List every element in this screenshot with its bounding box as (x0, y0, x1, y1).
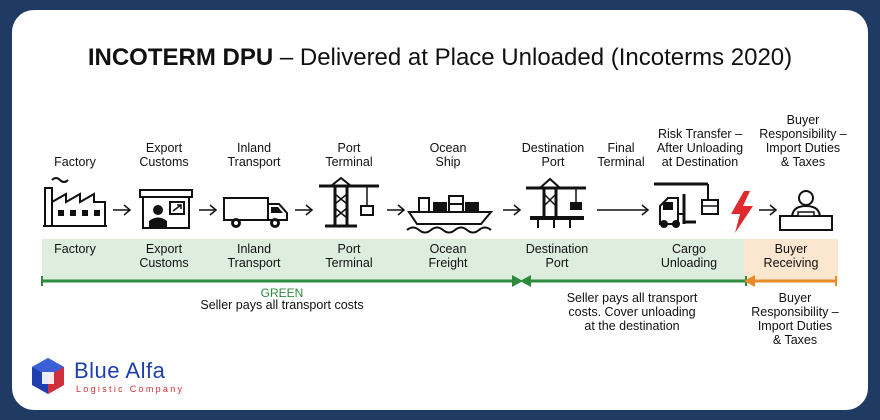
band-label-export-customs: Export Customs (139, 242, 189, 270)
stage-label-buyer-responsibility: Buyer Responsibility – Import Duties & T… (759, 113, 847, 169)
buyer-band (744, 239, 838, 281)
title-bold: INCOTERM DPU (87, 44, 274, 71)
band-label-cargo-unloading: Cargo Unloading (660, 242, 718, 270)
arrow-icon (295, 204, 314, 216)
stage-label-risk-transfer: Risk Transfer – After Unloading at Desti… (656, 127, 744, 169)
stage-label-destination-port: Destination Port (521, 141, 585, 169)
cargo-ship-icon (406, 195, 494, 234)
lightning-bolt-icon (731, 191, 753, 233)
stage-label-export-customs: Export Customs (139, 141, 189, 169)
factory-icon (43, 177, 107, 227)
band-label-ocean-freight: Ocean Freight (428, 242, 468, 270)
buyer-desk-icon (779, 190, 833, 231)
diagram-card: INCOTERM DPU – Delivered at Place Unload… (12, 10, 868, 410)
customs-office-icon (139, 189, 193, 229)
band-label-buyer-receiving: Buyer Receiving (763, 242, 819, 270)
note-seller-unloading: Seller pays all transport costs. Cover u… (566, 291, 698, 333)
seller-unloading-band (522, 239, 744, 281)
arrow-icon (387, 204, 406, 216)
port-crane-icon (319, 176, 379, 228)
arrow-icon (503, 204, 522, 216)
truck-icon (223, 197, 288, 228)
stage-label-port-terminal: Port Terminal (325, 141, 373, 169)
arrow-icon (199, 204, 218, 216)
seller-transport-band (42, 239, 522, 281)
seller-unloading-range-arrow (520, 275, 747, 287)
green-label: GREEN (260, 286, 304, 300)
forklift-icon (654, 182, 719, 228)
arrow-icon (113, 204, 132, 216)
buyer-range-arrow (744, 275, 837, 287)
stage-label-factory: Factory (54, 155, 96, 169)
long-arrow-icon (597, 204, 650, 216)
band-label-port-terminal: Port Terminal (325, 242, 373, 270)
note-seller-transport: Seller pays all transport costs (200, 298, 364, 312)
stage-label-inland-transport: Inland Transport (227, 141, 281, 169)
band-label-destination-port: Destination Port (525, 242, 589, 270)
blue-alfa-logo-icon (32, 358, 64, 394)
logo-tagline: Logistic Company (76, 384, 185, 394)
arrow-icon (759, 204, 778, 216)
destination-crane-icon (526, 177, 586, 228)
band-label-inland-transport: Inland Transport (227, 242, 281, 270)
band-label-factory: Factory (54, 242, 96, 256)
title-rest: – Delivered at Place Unloaded (Incoterms… (273, 44, 793, 71)
note-buyer-responsibility: Buyer Responsibility – Import Duties & T… (751, 291, 839, 347)
stage-label-final-terminal: Final Terminal (597, 141, 645, 169)
page-title: INCOTERM DPU – Delivered at Place Unload… (12, 44, 868, 72)
stage-label-ocean-ship: Ocean Ship (429, 141, 467, 169)
logo-name: Blue Alfa (74, 358, 166, 383)
seller-transport-range-arrow (41, 275, 523, 287)
